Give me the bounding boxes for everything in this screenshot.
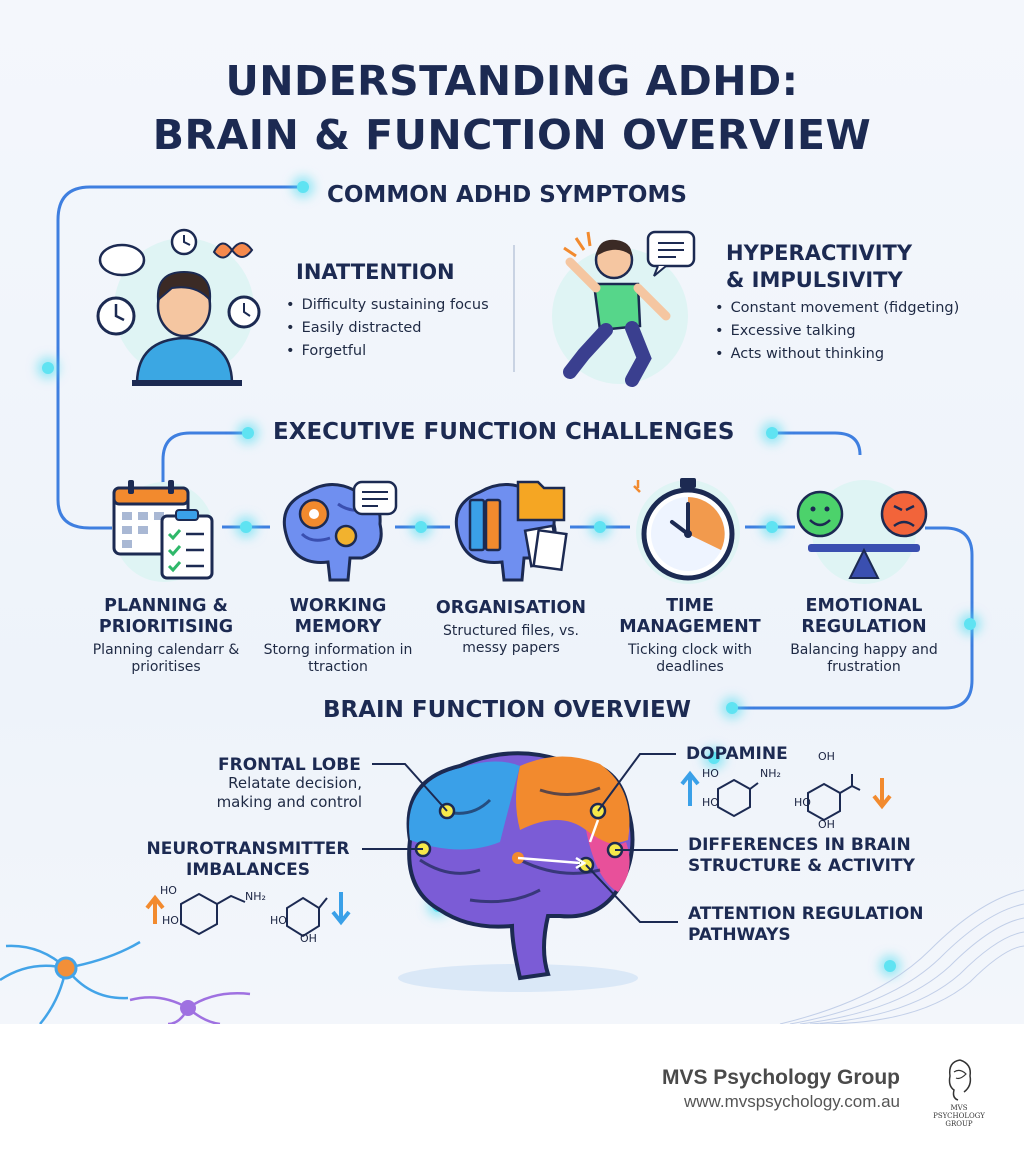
neurotransmitter-title: NEUROTRANSMITTER IMBALANCES [146, 839, 350, 881]
exec-title: WORKING MEMORY [289, 596, 387, 637]
glow-node [594, 521, 606, 533]
list-item: Constant movement (fidgeting) [715, 297, 960, 320]
attention-line-1: ATTENTION REGULATION [688, 904, 924, 924]
exec-desc: Planning calendarr & prioritises [92, 642, 240, 675]
calendar-checklist-icon [112, 480, 214, 582]
chem-label-ho: HO [702, 796, 719, 809]
page-title: UNDERSTANDING ADHD: BRAIN & FUNCTION OVE… [0, 54, 1024, 162]
chem-label-nh2: NH₂ [245, 890, 266, 903]
inattention-list: Difficulty sustaining focus Easily distr… [286, 294, 489, 363]
footer [0, 1024, 1024, 1154]
executive-heading: EXECUTIVE FUNCTION CHALLENGES [273, 419, 735, 445]
exec-item-organisation: ORGANISATION Structured files, vs. messy… [425, 598, 597, 657]
chem-label-oh: OH [818, 818, 835, 831]
footer-company-name: MVS Psychology Group [661, 1066, 900, 1089]
exec-title: TIME MANAGEMENT [619, 596, 761, 637]
frontal-lobe-title: FRONTAL LOBE [218, 755, 361, 775]
exec-item-time-management: TIME MANAGEMENT Ticking clock with deadl… [604, 596, 776, 676]
glow-node [297, 181, 309, 193]
hyperactivity-list: Constant movement (fidgeting) Excessive … [715, 297, 960, 366]
chem-label-ho: HO [160, 884, 177, 897]
attention-label: ATTENTION REGULATION PATHWAYS [688, 904, 924, 946]
chem-label-oh: OH [300, 932, 317, 945]
neurotransmitter-molecules-icon [145, 892, 351, 938]
exec-desc: Structured files, vs. messy papers [442, 623, 579, 656]
dopamine-title: DOPAMINE [686, 744, 788, 764]
differences-line-1: DIFFERENCES IN BRAIN [688, 835, 911, 855]
hyperactivity-title: HYPERACTIVITY & IMPULSIVITY [726, 240, 912, 294]
symptoms-heading: COMMON ADHD SYMPTOMS [327, 182, 687, 208]
hyperactivity-title-line-2: & IMPULSIVITY [726, 268, 903, 292]
chem-label-ho: HO [702, 767, 719, 780]
exec-title: EMOTIONAL REGULATION [801, 596, 927, 637]
neurotransmitter-title-line-2: IMBALANCES [186, 860, 310, 880]
glow-node [726, 702, 738, 714]
brain-folders-icon [454, 480, 568, 582]
differences-line-2: STRUCTURE & ACTIVITY [688, 856, 915, 876]
exec-desc: Balancing happy and frustration [790, 642, 938, 675]
chem-label-ho: HO [162, 914, 179, 927]
frontal-lobe-desc: Relatate decision, making and control [200, 774, 362, 812]
exec-item-planning: PLANNING & PRIORITISING Planning calenda… [80, 596, 252, 676]
glow-node [242, 427, 254, 439]
chem-label-oh: OH [818, 750, 835, 763]
title-line-2: BRAIN & FUNCTION OVERVIEW [152, 111, 872, 159]
dopamine-molecules-icon [680, 770, 892, 822]
exec-title: ORGANISATION [435, 598, 587, 618]
footer-url[interactable]: www.mvspsychology.com.au [683, 1092, 900, 1111]
glow-node [766, 427, 778, 439]
chem-label-nh2: NH₂ [760, 767, 781, 780]
glow-node [964, 618, 976, 630]
balance-faces-icon [796, 480, 928, 584]
list-item: Difficulty sustaining focus [286, 294, 489, 317]
glow-node [240, 521, 252, 533]
attention-line-2: PATHWAYS [688, 925, 791, 945]
glow-node [415, 521, 427, 533]
brain-heading: BRAIN FUNCTION OVERVIEW [323, 697, 692, 723]
exec-item-emotional-regulation: EMOTIONAL REGULATION Balancing happy and… [778, 596, 950, 676]
glow-node [42, 362, 54, 374]
hyperactivity-title-line-1: HYPERACTIVITY [726, 241, 913, 265]
chem-label-ho: HO [270, 914, 287, 927]
inattention-title: INATTENTION [296, 260, 455, 284]
glow-node [766, 521, 778, 533]
frontal-lobe-desc-line-1: Relatate decision, [228, 774, 362, 792]
differences-label: DIFFERENCES IN BRAIN STRUCTURE & ACTIVIT… [688, 835, 915, 877]
neurotransmitter-title-line-1: NEUROTRANSMITTER [146, 839, 350, 859]
list-item: Forgetful [286, 340, 489, 363]
stopwatch-icon [633, 478, 740, 584]
exec-desc: Ticking clock with deadlines [627, 642, 753, 675]
glow-node [708, 752, 720, 764]
frontal-lobe-desc-line-2: making and control [216, 793, 362, 811]
exec-item-working-memory: WORKING MEMORY Storng information in ttr… [252, 596, 424, 676]
list-item: Easily distracted [286, 317, 489, 340]
glow-node [884, 960, 896, 972]
title-line-1: UNDERSTANDING ADHD: [225, 57, 799, 105]
mvs-logo-icon [948, 1059, 972, 1101]
brain-gears-icon [282, 480, 398, 582]
logo-text: MVS PSYCHOLOGY GROUP [933, 1104, 985, 1128]
exec-title: PLANNING & PRIORITISING [98, 596, 234, 637]
list-item: Excessive talking [715, 320, 959, 343]
hyperactivity-illustration-icon [552, 230, 696, 387]
list-item: Acts without thinking [715, 343, 959, 366]
inattention-illustration-icon [96, 228, 261, 386]
exec-desc: Storng information in ttraction [263, 642, 413, 675]
brain-illustration [0, 751, 1024, 1024]
chem-label-ho: HO [794, 796, 811, 809]
